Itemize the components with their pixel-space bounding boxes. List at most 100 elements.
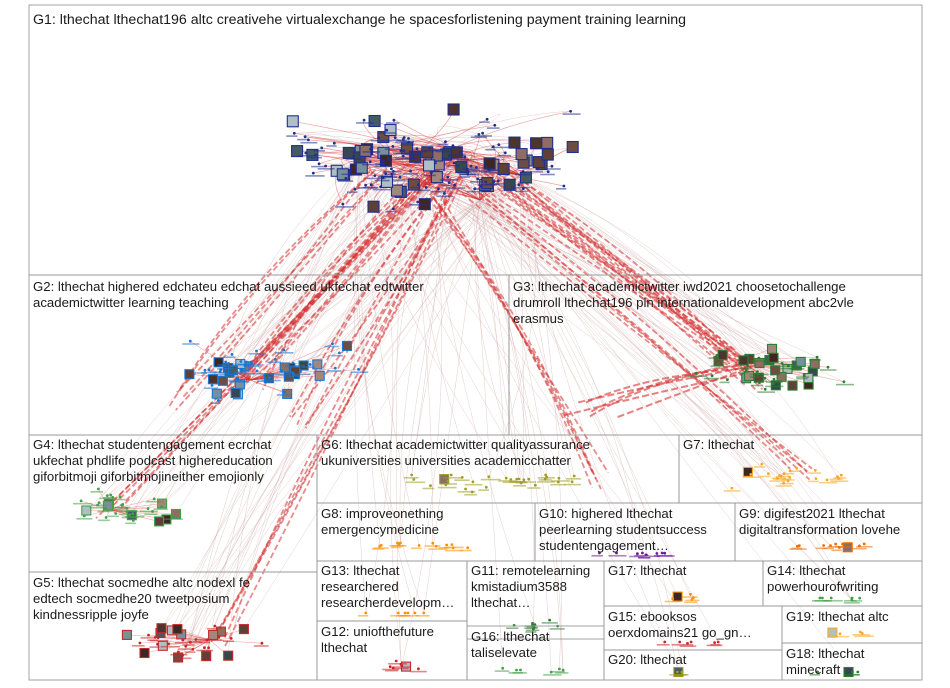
node-handle-mark — [773, 478, 792, 480]
node — [453, 183, 456, 187]
node-handle-mark — [774, 365, 794, 367]
group-label-g13-line-1: G13: lthechat — [321, 563, 400, 578]
node — [655, 552, 659, 555]
avatar-node — [766, 343, 778, 354]
node-handle-mark — [834, 546, 853, 548]
avatar-node — [359, 144, 372, 157]
group-label-g3-line-2: drumroll lthechat196 pln internationalde… — [513, 295, 854, 310]
node — [717, 361, 721, 365]
node — [449, 473, 453, 477]
node-handle-mark — [739, 367, 752, 370]
node-handle-mark — [182, 343, 200, 345]
node — [205, 638, 209, 642]
avatar-node — [754, 357, 765, 369]
node — [188, 339, 192, 343]
node-handle-mark — [99, 497, 111, 500]
node-handle-mark — [305, 175, 325, 177]
avatar-node — [211, 388, 222, 399]
node — [569, 109, 572, 113]
node-handle-mark — [456, 159, 469, 161]
node-handle-mark — [688, 375, 708, 377]
edge — [192, 639, 211, 650]
node — [815, 355, 819, 359]
node-handle-mark — [184, 651, 196, 653]
node-handle-mark — [286, 135, 298, 137]
node-handle-mark — [638, 557, 651, 559]
node — [517, 477, 521, 481]
avatar-node — [139, 647, 150, 659]
node — [181, 638, 185, 642]
node-handle-mark — [302, 366, 316, 368]
avatar-node — [422, 159, 436, 172]
edge-light — [479, 199, 507, 479]
node-handle-mark — [311, 165, 327, 168]
node — [466, 170, 470, 174]
edge-light — [404, 164, 776, 371]
node — [694, 372, 698, 375]
node-handle-mark — [756, 380, 768, 382]
node — [431, 541, 435, 545]
node — [203, 368, 207, 372]
avatar-node — [519, 171, 532, 184]
node — [282, 348, 286, 352]
node-handle-mark — [780, 482, 794, 485]
edge — [426, 159, 471, 188]
edge-light — [228, 184, 431, 364]
node-handle-mark — [852, 634, 871, 636]
node — [292, 131, 296, 135]
node — [429, 484, 432, 488]
node-handle-mark — [144, 513, 158, 515]
edge-bundle — [176, 168, 388, 393]
node-handle-mark — [378, 132, 396, 134]
node-handle-mark — [362, 163, 382, 166]
node-handle-mark — [469, 181, 483, 183]
node-handle-mark — [140, 637, 155, 639]
node-layer — [73, 103, 874, 678]
node-handle-mark — [220, 365, 236, 367]
avatar-node — [312, 359, 323, 370]
node — [406, 611, 410, 615]
node-handle-mark — [73, 502, 93, 505]
node-handle-mark — [809, 674, 821, 676]
node — [451, 144, 455, 148]
node — [517, 183, 521, 187]
node — [550, 164, 554, 168]
node — [767, 472, 770, 476]
avatar-node — [154, 516, 165, 527]
node — [522, 478, 526, 482]
node — [111, 495, 115, 499]
group-label-g6-line-1: G6: lthechat academictwitter qualityassu… — [321, 437, 590, 452]
node-handle-mark — [766, 381, 783, 383]
node — [515, 477, 519, 481]
avatar-node — [532, 156, 545, 169]
node-handle-mark — [441, 157, 459, 160]
node — [369, 147, 372, 151]
node — [394, 659, 398, 663]
node-handle-mark — [400, 144, 415, 146]
node-handle-mark — [831, 549, 842, 552]
node — [713, 641, 716, 644]
node-handle-mark — [217, 364, 229, 366]
edge-light — [192, 174, 521, 650]
group-label-g3-line-1: G3: lthechat academictwitter iwd2021 cho… — [513, 279, 846, 294]
node — [856, 670, 860, 674]
node — [203, 646, 206, 650]
node — [104, 507, 107, 510]
node — [561, 668, 565, 672]
node — [690, 598, 694, 601]
node-handle-mark — [418, 189, 431, 192]
node — [543, 477, 547, 481]
edge-light — [98, 164, 406, 490]
node-handle-mark — [233, 371, 247, 374]
node-handle-mark — [634, 555, 650, 557]
node-handle-mark — [513, 485, 526, 487]
node — [391, 666, 395, 670]
node-handle-mark — [383, 170, 402, 173]
node-handle-mark — [392, 179, 406, 181]
node-handle-mark — [437, 143, 449, 146]
edge-bundle — [210, 179, 464, 643]
node-handle-mark — [543, 168, 561, 170]
edge-bundle — [481, 166, 751, 365]
node — [385, 128, 389, 132]
node — [788, 475, 792, 479]
